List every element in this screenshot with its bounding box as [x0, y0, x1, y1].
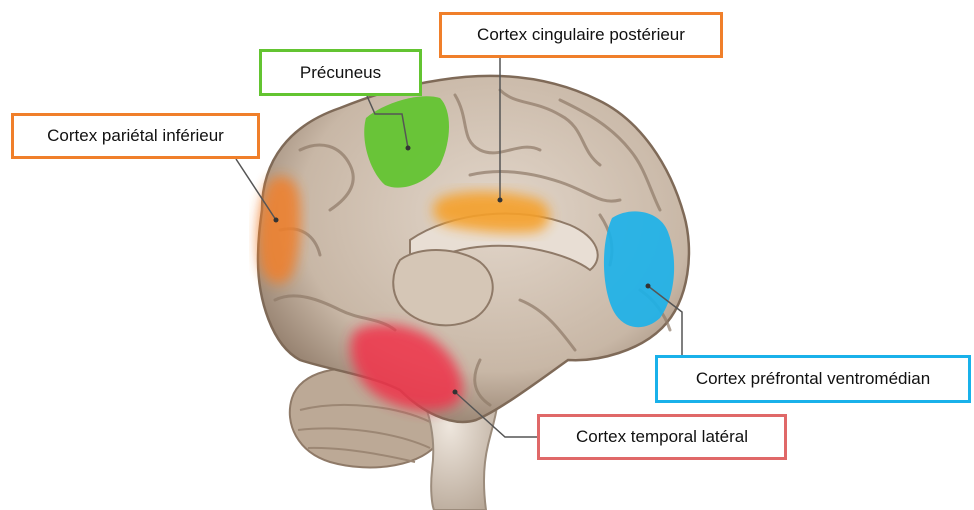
label-lateral-temporal-cortex: Cortex temporal latéral — [537, 414, 787, 460]
label-inferior-parietal-cortex: Cortex pariétal inférieur — [11, 113, 260, 159]
label-precuneus: Précuneus — [259, 49, 422, 96]
label-posterior-cingulate-cortex: Cortex cingulaire postérieur — [439, 12, 723, 58]
region-ventromedial-prefrontal — [604, 211, 674, 327]
label-ventromedial-prefrontal-cortex: Cortex préfrontal ventromédian — [655, 355, 971, 403]
thalamus — [393, 250, 493, 325]
